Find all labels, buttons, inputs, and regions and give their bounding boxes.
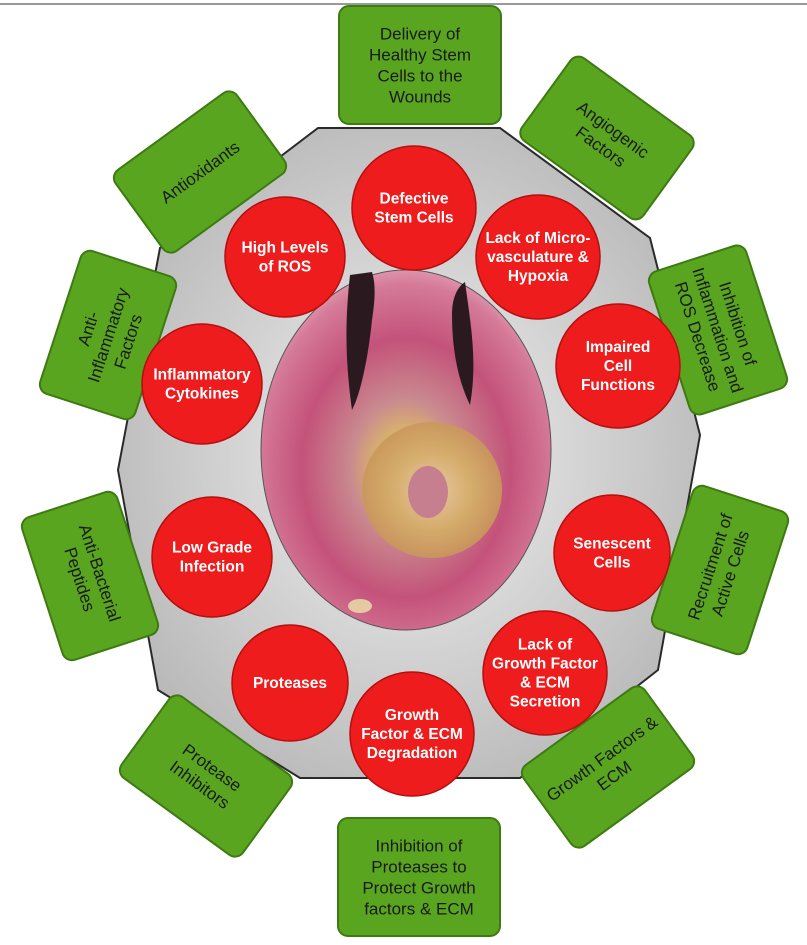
inner-circle-label: Hypoxia (508, 268, 569, 285)
inner-circle-label: Secretion (510, 694, 581, 711)
inner-circle-growth-factor-ecm-degradation: GrowthFactor & ECM Degradation (350, 672, 474, 796)
inner-circle-label: Low Grade (172, 540, 252, 557)
inner-circle-label: Cells (593, 555, 630, 572)
inner-circle-label: Degradation (367, 745, 457, 762)
wound-photo (261, 270, 551, 630)
inner-circle-low-grade-infection: Low GradeInfection (152, 497, 272, 617)
inner-circle-label: Inflammatory (153, 367, 251, 384)
inner-circle-label: of ROS (259, 259, 312, 276)
inner-circle-defective-stem-cells: DefectiveStem Cells (352, 146, 476, 270)
outer-box-label: Proteases to (371, 858, 466, 877)
inner-circle-label: Functions (581, 377, 655, 394)
inner-circle-label: Senescent (573, 536, 651, 553)
inner-circle-shape (142, 324, 262, 444)
inner-circle-shape (152, 497, 272, 617)
inner-circle-label: Defective (380, 191, 449, 208)
inner-circle-label: Factor & ECM (361, 726, 463, 743)
inner-circle-label: Growth Factor (492, 656, 598, 673)
inner-circle-high-levels-ros: High Levels of ROS (225, 197, 345, 317)
outer-box-label: Protect Growth (362, 879, 475, 898)
inner-circle-proteases: Proteases (232, 625, 348, 741)
inner-circle-shape (225, 197, 345, 317)
outer-box-label: Healthy Stem (369, 46, 471, 65)
inner-circle-label: Growth (385, 707, 439, 724)
inner-circle-shape (554, 495, 670, 611)
outer-box-label: Inhibition of (376, 837, 463, 856)
inner-circle-shape (483, 611, 607, 735)
inner-circle-label: Proteases (253, 675, 327, 692)
outer-box-label: Wounds (389, 88, 451, 107)
inner-circle-label: Lack of Micro- (485, 230, 590, 247)
inner-circle-label: Impaired (586, 339, 651, 356)
inner-circle-lack-microvasculature: Lack of Micro-vasculature & Hypoxia (476, 195, 600, 319)
inner-circle-lack-growth-factor-secretion: Lack of Growth Factor & ECM Secretion (483, 611, 607, 735)
outer-box-inhibition-proteases: Inhibition of Proteases to Protect Growth f… (338, 818, 500, 936)
inner-circle-senescent-cells: SenescentCells (554, 495, 670, 611)
outer-box-label: Cells to the (377, 67, 462, 86)
inner-circle-inflammatory-cytokines: InflammatoryCytokines (142, 324, 262, 444)
inner-circle-label: Infection (180, 559, 245, 576)
outer-box-delivery-stem-cells: Delivery of Healthy StemCells to theWound… (339, 6, 501, 124)
inner-circle-label: Stem Cells (374, 210, 453, 227)
outer-box-label: Delivery of (380, 25, 461, 44)
inner-circle-label: Lack of (518, 637, 573, 654)
inner-circle-label: & ECM (520, 675, 570, 692)
inner-circle-impaired-cell-functions: ImpairedCellFunctions (556, 304, 680, 428)
outer-box-label: factors & ECM (364, 900, 474, 919)
inner-circle-label: Cell (604, 358, 632, 375)
inner-circle-label: vasculature & (487, 249, 589, 266)
inner-circle-label: High Levels (242, 240, 329, 257)
inner-circle-shape (352, 146, 476, 270)
inner-circle-label: Cytokines (165, 386, 239, 403)
